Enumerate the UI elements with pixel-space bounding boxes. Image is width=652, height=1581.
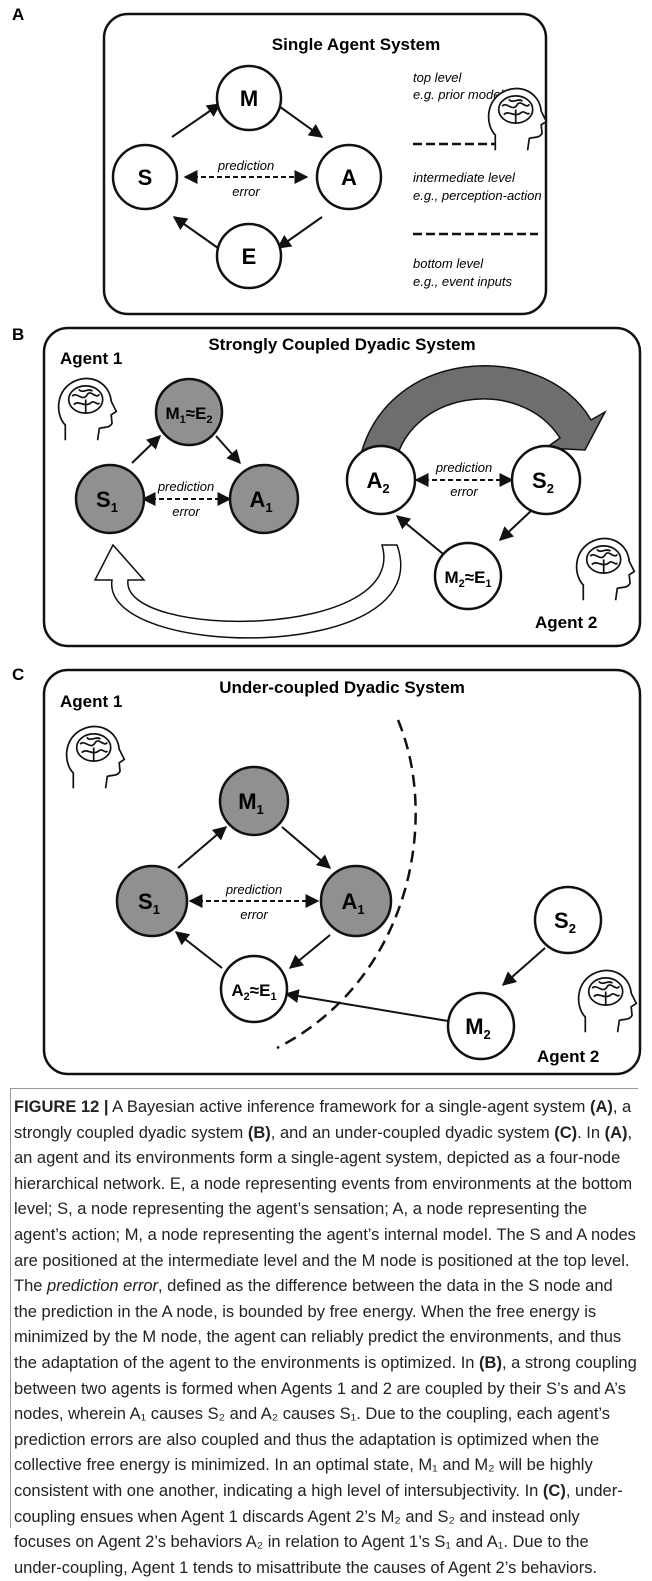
node-m2 — [446, 991, 516, 1061]
panel-b-pe2-line1: prediction — [435, 460, 492, 475]
caption-ref-a: (A) — [589, 1098, 613, 1116]
panel-a-title: Single Agent System — [272, 35, 440, 54]
agent1-head-icon — [57, 377, 118, 442]
caption-text-6: , defined as the difference between the … — [14, 1277, 622, 1372]
caption-ref-b: (B) — [247, 1123, 271, 1142]
caption-area: FIGURE 12 | A Bayesian active inference … — [10, 1088, 638, 1581]
legend-top-example: e.g. prior model — [413, 87, 504, 102]
node-e-label: E — [242, 244, 257, 269]
panel-b-title: Strongly Coupled Dyadic System — [208, 335, 475, 354]
caption-text-2: , a strongly coupled dyadic system — [14, 1098, 632, 1142]
panel-b-agent2: Agent 2 — [535, 613, 597, 632]
panel-c-letter: C — [12, 665, 24, 684]
panel-a-pe-line1: prediction — [217, 158, 274, 173]
node-s1 — [74, 463, 146, 535]
legend-top-name: top level — [413, 70, 463, 85]
panel-c-pe-line2: error — [240, 907, 268, 922]
node-m1 — [218, 765, 290, 837]
node-e — [215, 222, 283, 290]
caption-label: FIGURE 12 | — [14, 1098, 109, 1116]
panel-a-letter: A — [12, 5, 24, 24]
node-a1 — [228, 463, 300, 535]
node-a1-c — [319, 864, 393, 938]
figure-diagram: A Single Agent System M S A E prediction… — [12, 5, 642, 1076]
legend-mid-name: intermediate level — [413, 170, 516, 185]
panel-b-letter: B — [12, 325, 24, 344]
coupling-arc-a2-s1 — [93, 543, 402, 639]
legend-bottom-example: e.g., event inputs — [413, 274, 513, 289]
panel-c-pe-line1: prediction — [225, 882, 282, 897]
legend-bottom-name: bottom level — [413, 256, 484, 271]
panel-c-title: Under-coupled Dyadic System — [219, 678, 465, 697]
node-a2 — [345, 444, 417, 516]
panel-c-agent1: Agent 1 — [60, 692, 122, 711]
caption-term-prediction-error: prediction error — [47, 1277, 158, 1296]
caption-text-3: , and an under-coupled dyadic system — [270, 1123, 555, 1142]
caption-text-4: . In — [577, 1123, 605, 1142]
panel-a-frame — [102, 12, 548, 316]
caption-ref-c: (C) — [554, 1123, 578, 1142]
panel-c-network: M1 S1 A1 A2≈E1 S2 M2 prediction error — [115, 765, 603, 1061]
agent2-head-icon — [575, 537, 636, 602]
node-m2-e1-label: M2≈E1 — [444, 568, 491, 590]
node-m1-e2 — [154, 377, 224, 447]
panel-b-pe1-line1: prediction — [157, 479, 214, 494]
node-s1-c — [115, 864, 189, 938]
node-s — [111, 143, 179, 211]
node-s2-c — [533, 885, 603, 955]
caption-text-5: , an agent and its environments form a s… — [14, 1123, 636, 1296]
panel-c-agent2: Agent 2 — [537, 1047, 599, 1066]
node-s-label: S — [138, 165, 153, 190]
panel-a-legend: top level e.g. prior model intermediate … — [413, 70, 542, 289]
node-a — [315, 143, 383, 211]
panel-a-pe-line2: error — [232, 184, 260, 199]
agent2-head-icon-c — [577, 969, 638, 1034]
panel-b-agent1: Agent 1 — [60, 349, 122, 368]
node-m2-e1 — [433, 541, 503, 611]
caption-ref-a-2: (A) — [604, 1123, 628, 1142]
node-m — [215, 64, 283, 132]
node-s2 — [510, 444, 582, 516]
node-a2-e1 — [219, 954, 289, 1024]
caption-ref-b-2: (B) — [479, 1353, 502, 1372]
panel-b-pe2-line2: error — [450, 484, 478, 499]
coupling-arc-a1-s2 — [357, 365, 607, 471]
panel-a-network: M S A E prediction error — [111, 64, 383, 290]
caption-ref-c-2: (C) — [542, 1481, 566, 1500]
legend-mid-example: e.g., perception-action — [413, 188, 542, 203]
panel-b-pe1-line2: error — [172, 504, 200, 519]
node-a2-e1-label: A2≈E1 — [231, 981, 276, 1003]
node-m-label: M — [240, 86, 258, 111]
node-a-label: A — [341, 165, 357, 190]
figure-caption: FIGURE 12 | A Bayesian active inference … — [10, 1095, 638, 1581]
caption-left-rule — [10, 1088, 11, 1528]
panel-b-network: M1≈E2 S1 A1 A2 S2 M2≈E1 prediction error… — [74, 377, 582, 611]
brain-head-icon — [487, 87, 548, 152]
node-m1-e2-label: M1≈E2 — [165, 404, 212, 426]
separation-boundary — [276, 719, 417, 1050]
panel-b-frame — [42, 326, 642, 648]
caption-text-1: A Bayesian active inference framework fo… — [108, 1098, 590, 1116]
panel-c-frame — [42, 668, 642, 1076]
caption-text-7: , a strong coupling between two agents i… — [14, 1353, 637, 1500]
agent1-head-icon-c — [65, 725, 126, 790]
